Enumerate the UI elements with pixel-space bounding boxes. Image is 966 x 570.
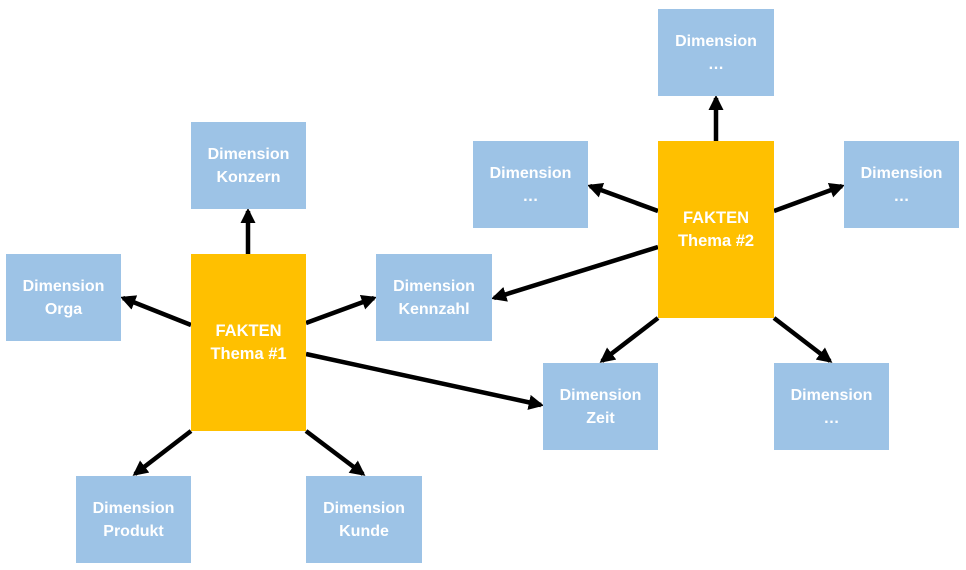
arrow-thema1-kunde: [304, 429, 366, 476]
dimension-name: …: [823, 409, 840, 427]
dimension-label: Dimension: [675, 32, 757, 50]
dimension-other-bottom: Dimension …: [774, 363, 889, 450]
fact-topic: Thema #1: [210, 344, 287, 363]
dimension-other-top: Dimension …: [658, 9, 774, 96]
dimension-label: Dimension: [22, 277, 105, 295]
arrow-thema2-bottom: [772, 316, 833, 363]
dimension-label: Dimension: [559, 386, 642, 404]
dimension-name: Konzern: [216, 168, 281, 186]
fact-topic: Thema #2: [677, 231, 755, 250]
fact-table-thema-2: FAKTEN Thema #2: [658, 141, 774, 318]
dimension-zeit: Dimension Zeit: [543, 363, 658, 450]
dimension-kennzahl: Dimension Kennzahl: [376, 254, 492, 341]
dimension-name: …: [708, 55, 724, 73]
arrow-thema2-zeit: [599, 316, 660, 363]
fact-label: FAKTEN: [215, 321, 282, 340]
dimension-orga: Dimension Orga: [6, 254, 121, 341]
dimension-name: …: [522, 187, 539, 205]
dimension-name: Orga: [44, 300, 83, 318]
dimension-kunde: Dimension Kunde: [306, 476, 422, 563]
arrow-thema1-kennzahl: [305, 295, 377, 326]
arrow-thema2-left: [587, 183, 659, 214]
dimension-name: Zeit: [586, 409, 615, 427]
arrow-thema2-kennzahl: [491, 244, 659, 302]
dimension-other-right: Dimension …: [844, 141, 959, 228]
arrow-thema1-orga: [120, 295, 192, 328]
dimension-label: Dimension: [790, 386, 873, 404]
dimension-label: Dimension: [323, 499, 405, 517]
dimension-label: Dimension: [92, 499, 175, 517]
dimension-name: Kunde: [339, 522, 389, 540]
dimension-name: Kennzahl: [398, 300, 470, 318]
dimension-label: Dimension: [207, 145, 290, 163]
dimension-name: Produkt: [103, 522, 164, 540]
dimension-label: Dimension: [393, 277, 475, 295]
arrow-thema1-zeit: [305, 351, 544, 410]
arrow-thema1-produkt: [132, 429, 193, 476]
dimension-label: Dimension: [489, 164, 572, 182]
dimension-konzern: Dimension Konzern: [191, 122, 306, 209]
dimension-produkt: Dimension Produkt: [76, 476, 191, 563]
dimension-name: …: [893, 187, 910, 205]
arrow-thema2-right: [773, 183, 845, 214]
dimension-other-left: Dimension …: [473, 141, 588, 228]
fact-label: FAKTEN: [683, 208, 749, 227]
dimension-label: Dimension: [860, 164, 943, 182]
fact-table-thema-1: FAKTEN Thema #1: [191, 254, 306, 431]
